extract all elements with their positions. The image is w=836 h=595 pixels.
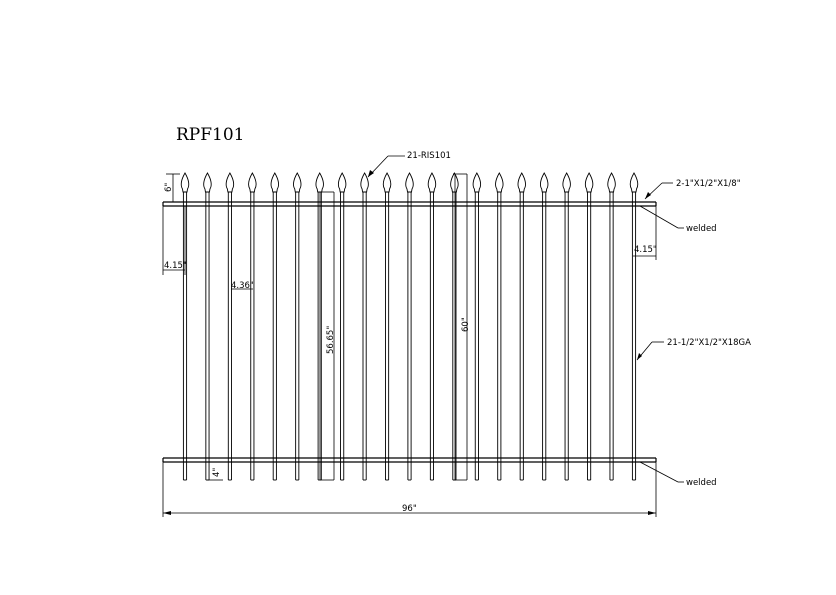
picket <box>494 172 504 481</box>
picket-spacing-label: 4.36" <box>231 281 254 291</box>
picket <box>472 172 482 481</box>
bottom-extension-dimension: 4" <box>207 468 223 481</box>
picket <box>607 172 616 481</box>
picket-spacing-dimension: 4.36" <box>231 281 254 291</box>
picket <box>225 172 235 481</box>
picket <box>629 172 639 481</box>
drawing-title: RPF101 <box>176 125 244 145</box>
picket <box>405 172 414 481</box>
pickets-group <box>180 172 639 481</box>
picket <box>337 172 347 481</box>
bottom-rail <box>162 457 657 463</box>
overall-height-label: 60" <box>461 317 471 332</box>
top-rail <box>162 201 657 207</box>
picket <box>517 172 527 481</box>
picket <box>450 172 459 481</box>
welded-top-callout-label: welded <box>686 224 717 234</box>
picket <box>203 172 212 481</box>
left-overhang-dimension: 4.15" <box>162 206 187 275</box>
picket <box>427 172 437 481</box>
picket <box>180 172 190 481</box>
finial-height-label: 6" <box>164 183 174 192</box>
finial-height-dimension: 6" <box>164 173 180 203</box>
picket <box>292 172 302 481</box>
picket-length-label: 56.65" <box>326 326 336 354</box>
overall-height-dimension: 60" <box>453 173 471 481</box>
top-rail-callout: 2-1"X1/2"X1/8" <box>644 179 741 200</box>
right-overhang-label: 4.15" <box>634 245 657 255</box>
picket-callout: 21-1/2"X1/2"X18GA <box>636 338 751 361</box>
top-rail-callout-label: 2-1"X1/2"X1/8" <box>676 179 741 189</box>
overall-width-dimension: 96" <box>162 462 657 517</box>
bottom-extension-label: 4" <box>212 468 222 477</box>
picket <box>584 172 594 481</box>
picket <box>382 172 392 481</box>
finial-callout-label: 21-RIS101 <box>407 151 451 161</box>
picket-length-dimension: 56.65" <box>319 191 336 481</box>
picket <box>270 172 280 481</box>
picket <box>562 172 571 481</box>
finial-callout: 21-RIS101 <box>367 151 451 178</box>
welded-bottom-callout: welded <box>639 461 717 488</box>
welded-top-callout: welded <box>639 205 717 234</box>
picket <box>248 172 257 481</box>
left-overhang-label: 4.15" <box>164 261 187 271</box>
picket <box>360 172 369 481</box>
picket <box>539 172 549 481</box>
welded-bottom-callout-label: welded <box>686 478 717 488</box>
picket-callout-label: 21-1/2"X1/2"X18GA <box>667 338 751 348</box>
overall-width-label: 96" <box>402 504 417 514</box>
